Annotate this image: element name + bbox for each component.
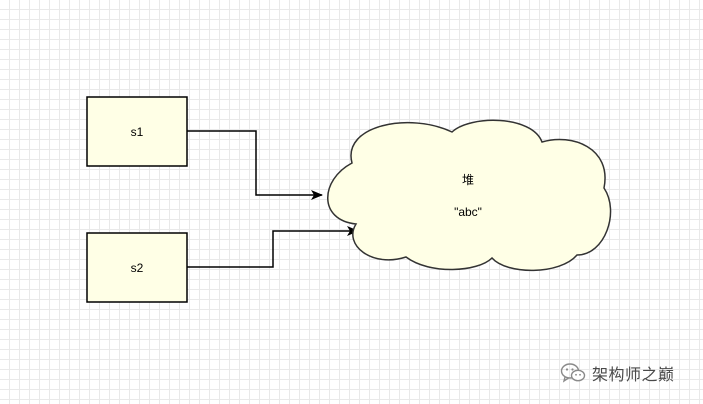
heap-content: "abc" bbox=[454, 205, 482, 219]
watermark-text: 架构师之巅 bbox=[592, 365, 675, 384]
watermark: 架构师之巅 bbox=[560, 360, 675, 386]
node-s2-box[interactable] bbox=[86, 232, 188, 303]
heap-cloud-shape[interactable] bbox=[327, 119, 612, 272]
wechat-icon bbox=[560, 363, 586, 383]
connector-s2-to-heap[interactable] bbox=[187, 226, 359, 268]
node-s2[interactable]: s2 bbox=[86, 232, 188, 303]
node-s1-box[interactable] bbox=[86, 96, 188, 167]
node-s2-label: s2 bbox=[131, 261, 144, 275]
node-s1-label: s1 bbox=[131, 125, 144, 139]
heap-title: 堆 bbox=[462, 173, 474, 187]
connector-s1-to-heap[interactable] bbox=[187, 130, 323, 200]
node-heap[interactable]: 堆 "abc" bbox=[327, 119, 612, 272]
node-s1[interactable]: s1 bbox=[86, 96, 188, 167]
